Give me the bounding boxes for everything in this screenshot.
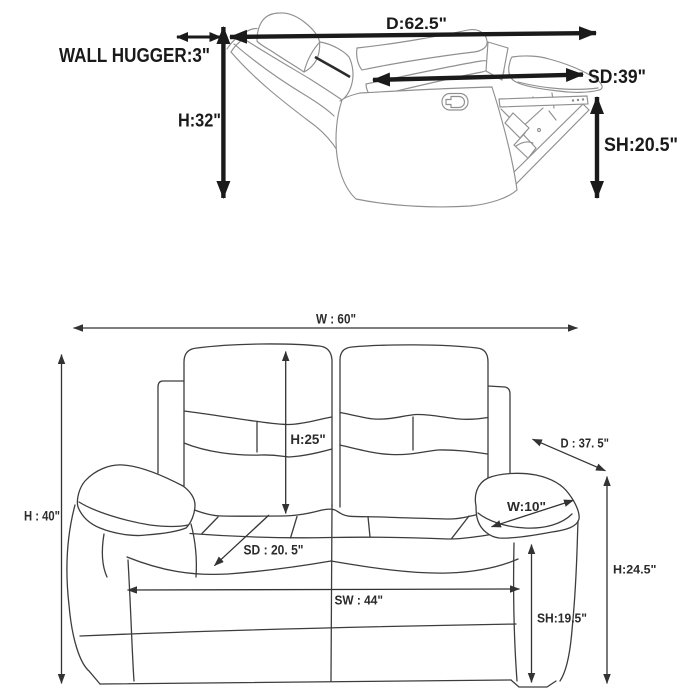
svg-text:W : 60": W : 60" (316, 311, 356, 327)
svg-text:W:10": W:10" (507, 499, 546, 514)
svg-text:H:32": H:32" (178, 111, 221, 131)
svg-text:H : 40": H : 40" (24, 509, 60, 524)
svg-text:SD:39": SD:39" (588, 67, 646, 88)
svg-text:WALL HUGGER:3": WALL HUGGER:3" (59, 44, 210, 67)
svg-text:SH:19.5": SH:19.5" (537, 611, 587, 626)
svg-text:SW : 44": SW : 44" (335, 594, 384, 608)
svg-text:SH:20.5": SH:20.5" (604, 134, 678, 156)
svg-text:SD : 20. 5": SD : 20. 5" (244, 543, 304, 558)
svg-text:D : 37. 5": D : 37. 5" (561, 437, 610, 451)
svg-text:H:25": H:25" (290, 431, 325, 447)
svg-text:D:62.5": D:62.5" (386, 14, 447, 33)
svg-text:H:24.5": H:24.5" (613, 563, 657, 577)
